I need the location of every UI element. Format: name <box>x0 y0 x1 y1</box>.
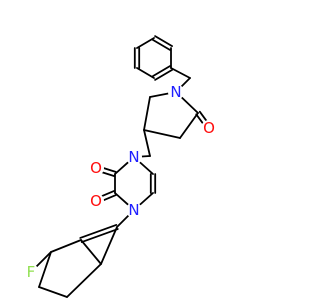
atom-N1: N <box>168 83 184 101</box>
bond-pB-pC <box>143 129 181 139</box>
bond-pB-ch2b <box>143 129 151 157</box>
atom-label-N3: N <box>128 201 139 219</box>
bond-b6-b1-double <box>154 35 174 48</box>
bond-b5-ch2a <box>170 67 191 79</box>
atom-label-F1: F <box>27 263 36 281</box>
bond-b3-b4 <box>136 67 155 79</box>
bond-f5-f6 <box>66 263 102 298</box>
bond-b4-b5-double <box>151 65 171 78</box>
bond-b1-b2 <box>136 37 155 49</box>
bond-f2-f3 <box>50 239 82 253</box>
atom-label-O2: O <box>90 159 102 177</box>
atom-label-N2: N <box>128 148 139 166</box>
bond-b6-b1-double <box>151 38 171 51</box>
bond-b4-b5-double <box>154 68 174 81</box>
bond-f1-f6 <box>100 226 118 265</box>
bond-f1-f2-double <box>79 224 118 239</box>
atom-O3: O <box>88 192 104 210</box>
atom-label-N1: N <box>170 83 181 101</box>
atom-O2: O <box>88 159 104 177</box>
atom-N3: N <box>126 201 142 219</box>
bond-f6-f2 <box>80 239 102 265</box>
atom-N2: N <box>126 148 142 166</box>
bond-f3-f4 <box>38 251 52 288</box>
bond-pC-pD <box>179 112 199 139</box>
bonds-layer <box>30 35 212 298</box>
atom-label-O3: O <box>90 192 102 210</box>
molecule-structure-diagram: O O O N N N F <box>23 35 217 298</box>
atom-F1: F <box>23 263 39 281</box>
atom-O1: O <box>201 119 217 137</box>
bond-f1-f2-double <box>80 228 119 243</box>
atom-label-O1: O <box>203 119 215 137</box>
bond-f4-f5 <box>38 286 68 298</box>
atom-labels-layer: O O O N N N F <box>23 83 217 281</box>
bond-pA-pB <box>143 96 151 131</box>
